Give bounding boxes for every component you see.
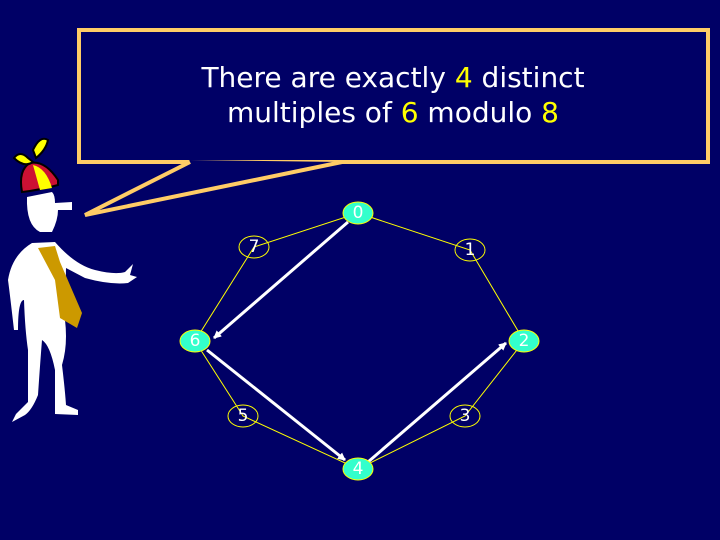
svg-text:1: 1 xyxy=(465,240,476,260)
svg-text:2: 2 xyxy=(519,331,530,351)
node-3: 3 xyxy=(449,404,481,428)
cartoon-man-illustration xyxy=(8,137,137,422)
svg-text:6: 6 xyxy=(190,331,201,351)
node-4: 4 xyxy=(342,457,374,481)
node-7: 7 xyxy=(238,235,270,259)
caption-text: distinct xyxy=(472,61,585,94)
arrow-0-to-6 xyxy=(213,220,349,340)
caption-text: multiples of xyxy=(226,96,401,129)
caption-text: There are exactly xyxy=(201,61,455,94)
caption-line-1: There are exactly 4 distinct xyxy=(82,60,704,95)
multiplier-highlight: 6 xyxy=(400,96,419,129)
node-2: 2 xyxy=(508,329,540,353)
bubble-caption: There are exactly 4 distinct multiples o… xyxy=(82,60,704,130)
speech-bubble xyxy=(77,28,710,217)
node-5: 5 xyxy=(227,404,259,428)
caption-text: modulo xyxy=(418,96,542,129)
node-6: 6 xyxy=(179,329,211,353)
caption-line-2: multiples of 6 modulo 8 xyxy=(82,95,704,130)
svg-text:3: 3 xyxy=(460,406,471,426)
svg-text:5: 5 xyxy=(238,406,249,426)
svg-text:0: 0 xyxy=(353,203,364,223)
svg-text:7: 7 xyxy=(249,237,260,257)
modulus-highlight: 8 xyxy=(541,96,559,129)
arrow-6-to-4 xyxy=(206,348,346,462)
node-1: 1 xyxy=(454,238,486,262)
multiple-arrows xyxy=(206,220,507,464)
count-highlight: 4 xyxy=(454,61,473,94)
node-0: 0 xyxy=(342,201,374,225)
arrow-4-to-2 xyxy=(367,341,507,464)
svg-text:4: 4 xyxy=(353,459,364,479)
